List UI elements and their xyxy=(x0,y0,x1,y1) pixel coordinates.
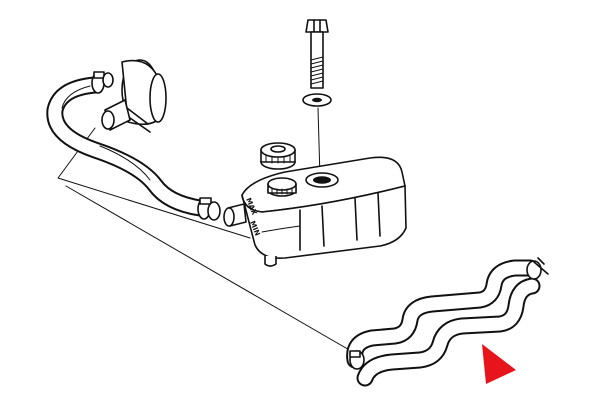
hose-clamp-icon xyxy=(349,350,365,370)
red-triangle-pointer xyxy=(482,344,516,384)
mounting-bolt-icon xyxy=(305,19,329,89)
hose-clamp-icon xyxy=(197,197,221,221)
hose-clamp-icon xyxy=(526,257,549,280)
lower-hose xyxy=(346,259,541,387)
pump-housing xyxy=(101,59,167,133)
washer xyxy=(302,93,332,107)
hose-clamp-icon xyxy=(91,71,114,94)
filler-cap-icon xyxy=(260,142,296,170)
upper-hose xyxy=(46,76,209,217)
expansion-tank: MAX MIN xyxy=(223,156,407,267)
